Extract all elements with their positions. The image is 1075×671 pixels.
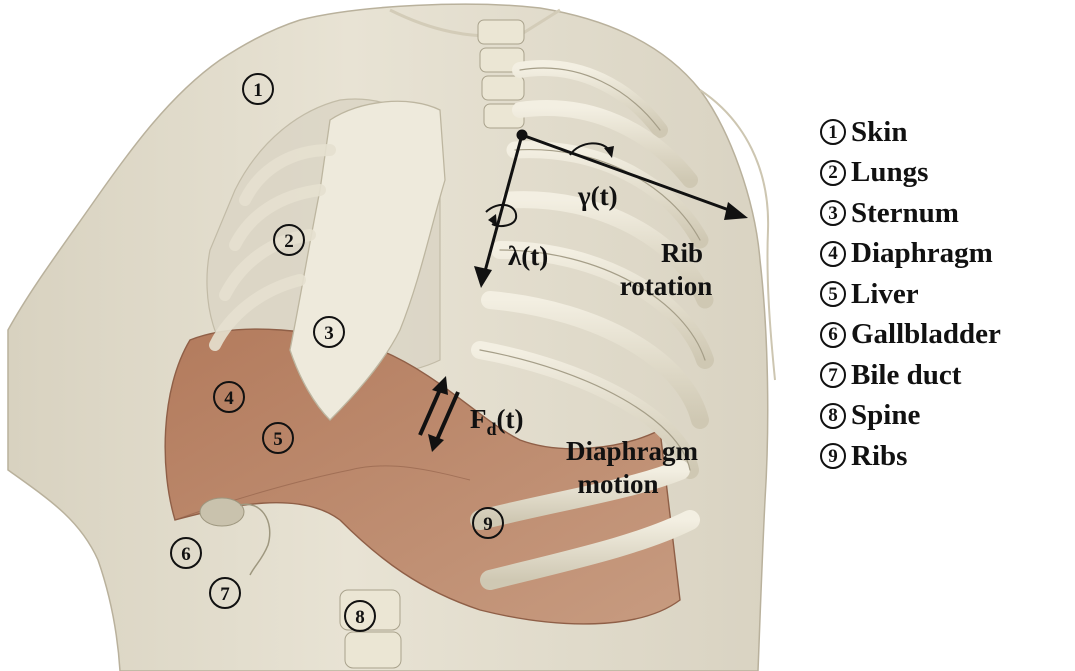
legend-label: Gallbladder [851, 318, 1001, 351]
lambda-label: λ(t) [508, 241, 548, 271]
legend-label: Sternum [851, 197, 959, 230]
legend-label: Diaphragm [851, 237, 993, 270]
legend-number: 9 [820, 443, 846, 469]
legend-label: Ribs [851, 440, 907, 473]
force-label: Fd(t) [470, 404, 524, 439]
legend-label: Skin [851, 116, 907, 149]
svg-text:2: 2 [284, 231, 294, 252]
svg-text:7: 7 [220, 584, 230, 605]
legend-number: 2 [820, 160, 846, 186]
legend-number: 3 [820, 200, 846, 226]
legend-label: Lungs [851, 156, 928, 189]
gamma-label: γ(t) [577, 181, 618, 211]
svg-text:1: 1 [253, 80, 263, 101]
legend-number: 8 [820, 403, 846, 429]
legend-number: 7 [820, 362, 846, 388]
svg-text:9: 9 [483, 514, 493, 535]
legend-label: Liver [851, 278, 919, 311]
legend-number: 6 [820, 322, 846, 348]
svg-text:4: 4 [224, 388, 234, 409]
rib-rotation-label-line2: rotation [620, 271, 713, 301]
legend-number: 5 [820, 281, 846, 307]
svg-text:5: 5 [273, 429, 283, 450]
legend-number: 4 [820, 241, 846, 267]
legend-number: 1 [820, 119, 846, 145]
pivot-point [517, 130, 527, 140]
diaphragm-motion-label-line1: Diaphragm [566, 436, 699, 466]
svg-text:3: 3 [324, 323, 334, 344]
rib-rotation-label-line1: Rib [661, 238, 703, 268]
legend-label: Bile duct [851, 359, 961, 392]
svg-text:6: 6 [181, 544, 191, 565]
legend-label: Spine [851, 399, 920, 432]
svg-text:8: 8 [355, 607, 365, 628]
diaphragm-motion-label-line2: motion [578, 469, 659, 499]
